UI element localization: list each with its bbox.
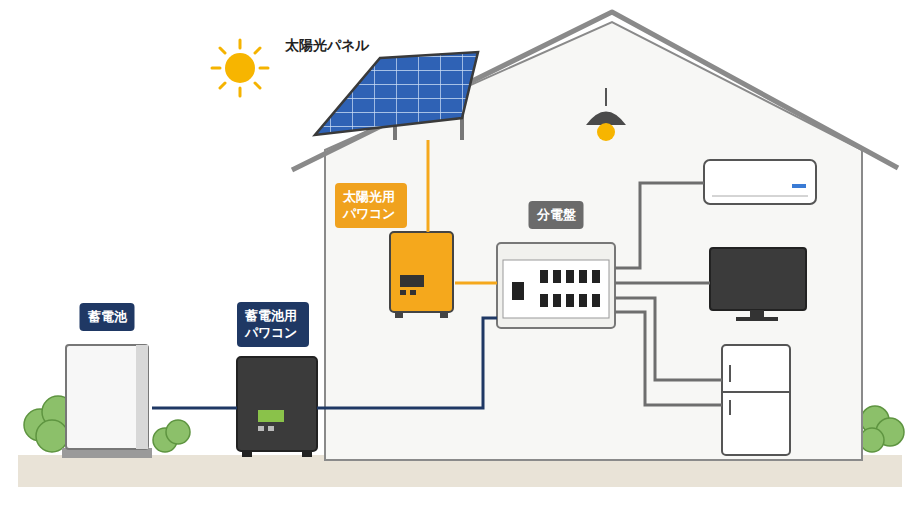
appliance-wire bbox=[615, 183, 722, 405]
node-label: 分電盤 bbox=[529, 201, 584, 229]
power-cable bbox=[317, 318, 497, 408]
distribution-board-node: 分電盤 bbox=[497, 243, 615, 329]
battery-unit bbox=[62, 345, 152, 458]
ceiling-light bbox=[586, 88, 626, 141]
solar-panel-node: 太陽光パネル bbox=[315, 52, 490, 140]
air-conditioner bbox=[704, 160, 816, 204]
battery-pcs-node: 蓄電池用 パワコン bbox=[237, 357, 317, 457]
sun bbox=[212, 40, 268, 96]
solar-pcs-node: 太陽光用 パワコン bbox=[390, 232, 455, 318]
battery-pcs bbox=[237, 357, 317, 457]
power-cable bbox=[152, 407, 237, 410]
refrigerator bbox=[722, 345, 790, 455]
power-cable bbox=[455, 282, 497, 285]
battery-node: 蓄電池 bbox=[62, 345, 152, 460]
television bbox=[710, 248, 806, 321]
solar-panel bbox=[315, 52, 478, 140]
distribution-board bbox=[497, 243, 615, 328]
node-label: 太陽光用 パワコン bbox=[335, 183, 407, 228]
node-label: 蓄電池用 パワコン bbox=[237, 302, 309, 347]
node-label: 太陽光パネル bbox=[285, 36, 369, 55]
node-label: 蓄電池 bbox=[80, 303, 135, 331]
roof bbox=[292, 12, 898, 170]
power-cable bbox=[427, 140, 430, 232]
solar-pcs bbox=[390, 232, 453, 318]
